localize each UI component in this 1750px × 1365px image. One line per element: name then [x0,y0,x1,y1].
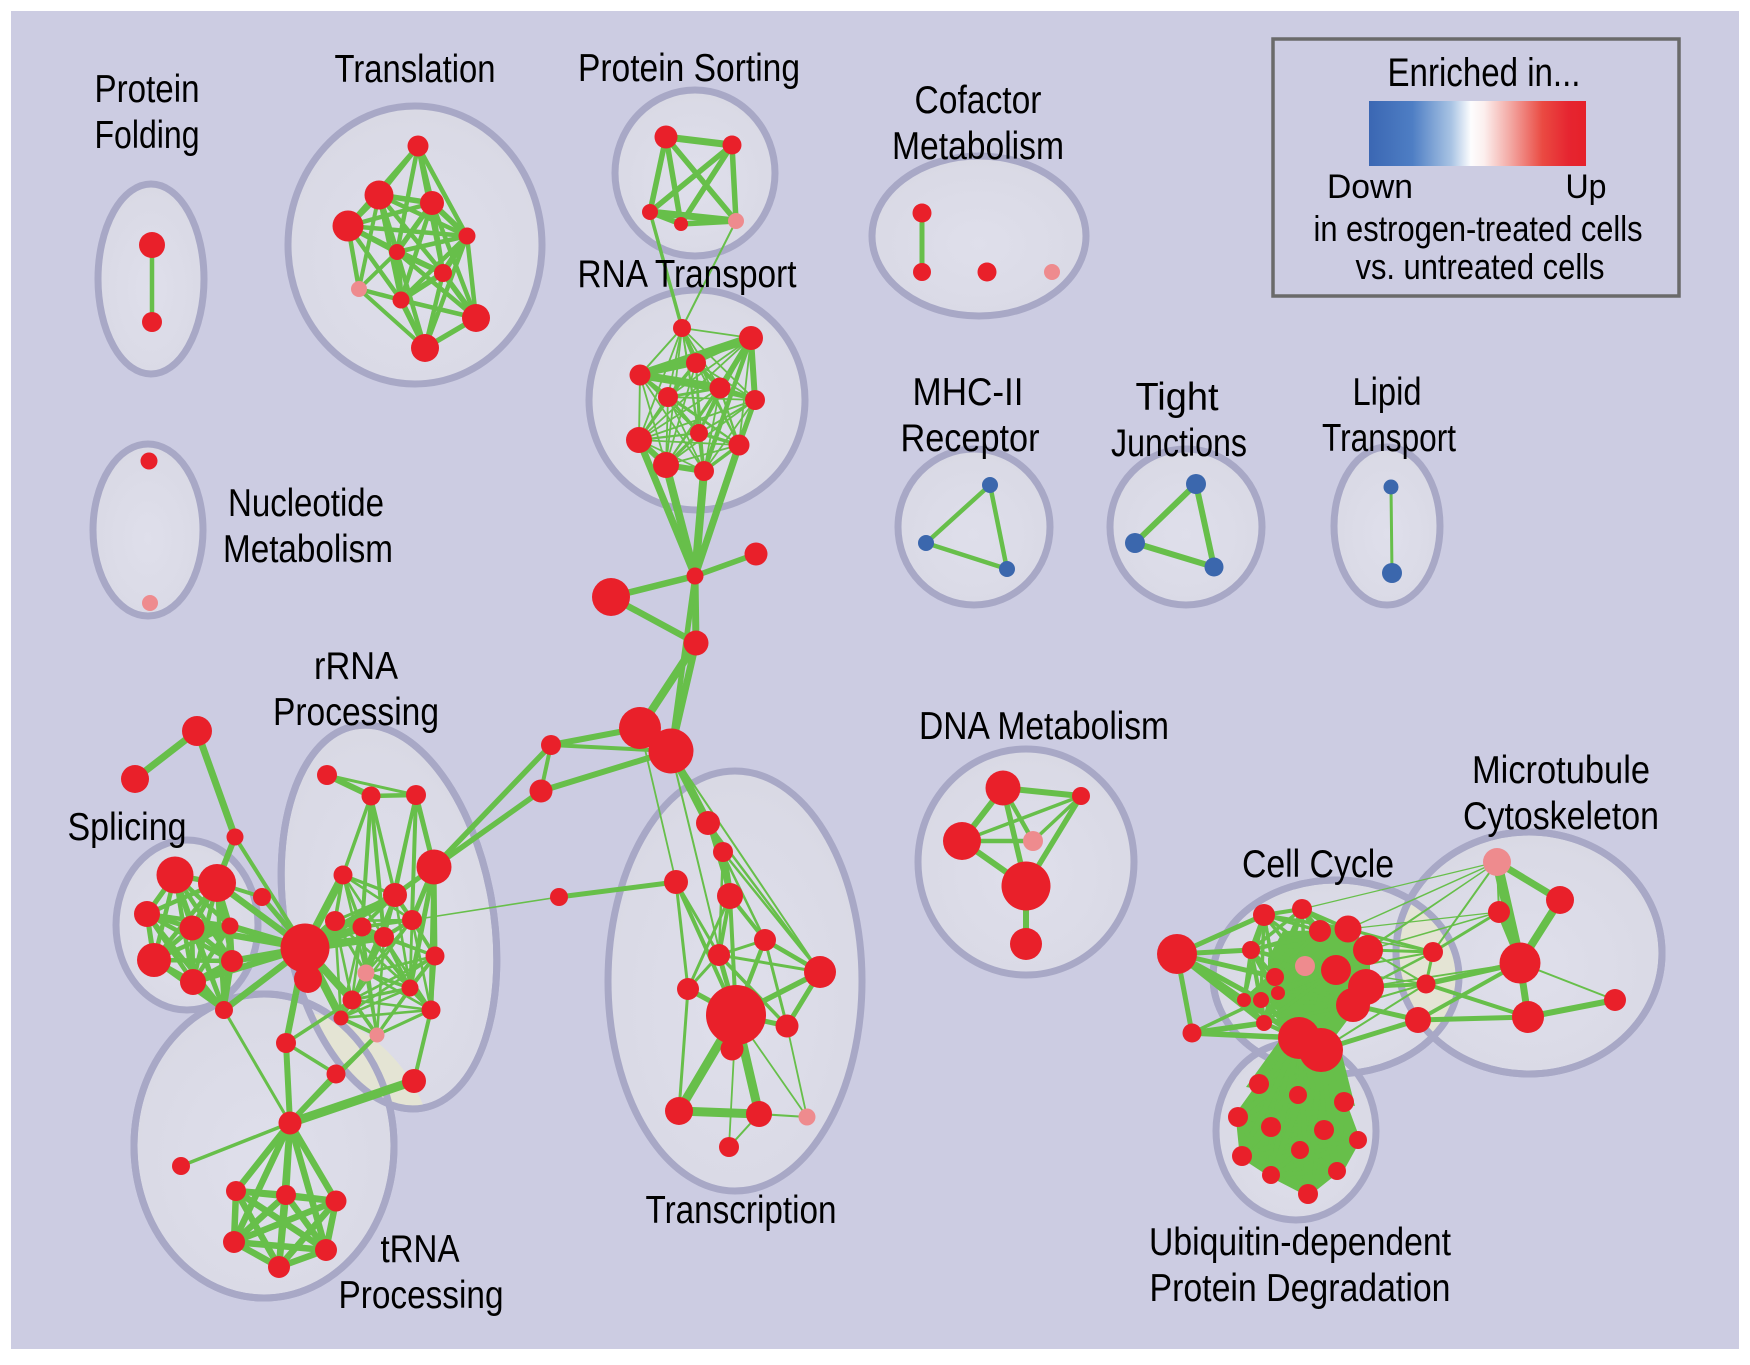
svg-text:Metabolism: Metabolism [892,125,1064,168]
svg-text:DNA Metabolism: DNA Metabolism [919,705,1169,748]
svg-text:Transcription: Transcription [646,1189,837,1232]
svg-text:Ubiquitin-dependent: Ubiquitin-dependent [1149,1221,1451,1264]
svg-text:Protein: Protein [95,68,200,111]
svg-text:Nucleotide: Nucleotide [228,482,384,525]
svg-text:rRNA: rRNA [314,645,398,688]
svg-text:Receptor: Receptor [901,417,1040,460]
svg-text:Metabolism: Metabolism [223,528,393,571]
svg-text:Translation: Translation [335,48,496,91]
svg-text:in estrogen-treated cells: in estrogen-treated cells [1314,208,1643,249]
svg-text:Cell Cycle: Cell Cycle [1242,843,1394,886]
svg-text:Processing: Processing [273,691,439,734]
svg-text:Transport: Transport [1322,417,1456,460]
svg-text:Down: Down [1327,168,1413,206]
svg-text:Cofactor: Cofactor [915,79,1042,122]
svg-text:MHC-II: MHC-II [913,371,1024,414]
svg-text:Tight: Tight [1136,376,1219,419]
svg-text:RNA Transport: RNA Transport [578,253,797,296]
svg-text:Up: Up [1566,168,1607,206]
svg-text:Cytoskeleton: Cytoskeleton [1463,795,1659,838]
svg-text:Lipid: Lipid [1353,371,1422,414]
svg-text:vs. untreated cells: vs. untreated cells [1356,246,1605,287]
svg-text:Processing: Processing [339,1274,504,1317]
svg-text:tRNA: tRNA [381,1228,460,1271]
svg-text:Folding: Folding [95,114,200,157]
svg-text:Enriched in...: Enriched in... [1388,51,1581,95]
svg-text:Microtubule: Microtubule [1472,749,1650,792]
svg-text:Splicing: Splicing [68,806,187,849]
svg-text:Protein Degradation: Protein Degradation [1150,1267,1451,1310]
svg-text:Protein Sorting: Protein Sorting [578,47,800,90]
svg-text:Junctions: Junctions [1111,422,1247,465]
